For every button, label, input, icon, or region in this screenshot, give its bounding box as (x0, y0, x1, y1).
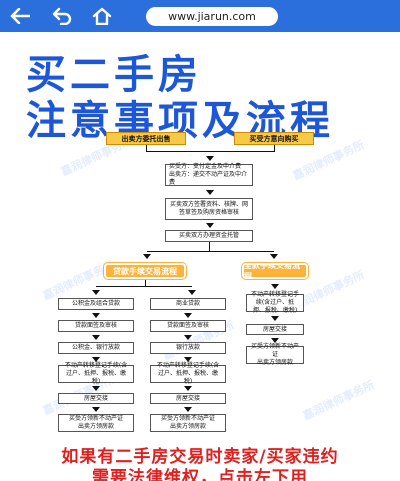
footer-line-2[interactable]: 需要法律维权，点击左下用 (92, 468, 308, 481)
flow-line (146, 145, 147, 151)
undo-icon (52, 7, 72, 25)
home-icon (92, 7, 112, 25)
flow-arrow (92, 313, 100, 318)
fee-step-box: 买受方：支付定金及中介费 出卖方：递交不动产证及中介费 (165, 163, 253, 186)
flow-arrow (184, 407, 192, 412)
flow-line (209, 242, 210, 251)
flow-line (146, 151, 275, 152)
flow-arrow (270, 254, 278, 259)
flow-arrow (92, 357, 100, 362)
flow-arrow (184, 357, 192, 362)
flow-line (145, 280, 146, 286)
flow-line (274, 145, 275, 151)
article-image: 嘉润律师事务所 嘉润律师事务所 嘉润律师事务所 嘉润律师事务所 嘉润律师事务所 … (0, 32, 400, 481)
flow-arrow (271, 338, 279, 343)
flow-arrow (206, 156, 214, 161)
seller-start-box: 出卖方委托出售 (106, 132, 186, 145)
flow-arrow (184, 335, 192, 340)
flow-arrow (184, 386, 192, 391)
transfer-left-box: 不动产转移登记手续(含过户、抵押、报税、缴税) (58, 362, 134, 385)
transfer-mid-box: 不动产转移登记手续(含过户、抵押、报税、缴税) (150, 362, 226, 385)
loan-sign-box: 贷款面签及审核 (58, 320, 134, 332)
footer-line-1: 如果有二手房交易时卖家/买家违约 (61, 447, 339, 467)
fund-bank-release-box: 公积金、银行放款 (58, 342, 134, 354)
flow-arrow (206, 190, 214, 195)
loan-sign-box-2: 贷款面签及审核 (150, 320, 226, 332)
flow-arrow (184, 313, 192, 318)
bank-release-box: 银行放款 (150, 342, 226, 354)
flow-line (96, 286, 192, 287)
back-arrow-icon (10, 8, 30, 24)
escrow-step-box: 买卖双方办理资金托管 (165, 230, 253, 242)
handover-left-box: 房屋交接 (58, 393, 134, 404)
flow-arrow (188, 290, 196, 295)
flow-arrow (92, 386, 100, 391)
contract-step-box: 买卖双方签署资料、核牌、网签草签及购房资格审核 (165, 198, 253, 220)
commercial-loan-box: 商业贷款 (150, 298, 226, 310)
browser-toolbar: www.jiarun.com (0, 0, 400, 32)
buyer-start-box: 买受方意向购买 (234, 132, 314, 145)
address-bar[interactable]: www.jiarun.com (146, 7, 278, 26)
final-mid-box: 买受方领新不动产证 出卖方领房款 (150, 414, 226, 432)
flow-arrow (206, 223, 214, 228)
transfer-right-box: 不动产转移登记手续(含过户、抵押、报税、缴税) (246, 291, 304, 314)
home-button[interactable] (90, 4, 114, 28)
flow-arrow (92, 335, 100, 340)
loan-branch-button[interactable]: 贷款手续交易流程 (103, 262, 187, 280)
flow-arrow (271, 284, 279, 289)
flow-arrow (92, 407, 100, 412)
flow-arrow (271, 316, 279, 321)
undo-button[interactable] (50, 4, 74, 28)
handover-right-box: 房屋交接 (246, 324, 304, 335)
flow-line (147, 251, 274, 252)
full-payment-branch-button[interactable]: 全款手续交易流程 (241, 261, 309, 281)
final-right-box: 买受方领新不动产证 出卖方领房款 (246, 343, 304, 366)
final-left-box: 买受方领新不动产证 出卖方领房款 (58, 414, 134, 432)
fund-loan-box: 公积金及组合贷款 (58, 298, 134, 310)
flow-arrow (143, 254, 151, 259)
handover-mid-box: 房屋交接 (150, 393, 226, 404)
watermark: 嘉润律师事务所 (301, 378, 377, 423)
flow-arrow (92, 290, 100, 295)
back-button[interactable] (8, 4, 32, 28)
headline-line-1: 买二手房 (26, 52, 202, 98)
